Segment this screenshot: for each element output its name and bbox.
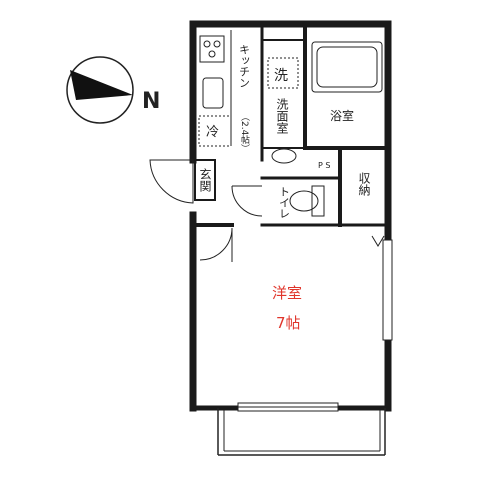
compass: N (66, 56, 160, 124)
sink-icon (202, 77, 224, 109)
compass-needle-icon (70, 70, 133, 100)
washroom-fixtures (267, 57, 299, 164)
pipe-space-label: P S (318, 161, 330, 170)
bathtub (311, 41, 383, 93)
room-labels: キッチン （2.4帖） 洗 洗面室 冷 浴室 P S 収納 トイレ 玄関 洋室 … (198, 44, 371, 332)
balcony (217, 408, 386, 456)
window (237, 402, 339, 412)
stove-icon (199, 35, 225, 63)
toilet-label: トイレ (278, 186, 291, 219)
fridge-mark: 冷 (206, 125, 219, 140)
washroom-label: 洗面室 (275, 98, 289, 134)
storage-door-swing (371, 235, 385, 247)
north-label: N (142, 89, 160, 114)
entrance-door-swing (149, 159, 194, 204)
fridge-box (198, 115, 232, 147)
kitchen-size-label: （2.4帖） (239, 112, 250, 153)
washer-mark: 洗 (274, 68, 288, 84)
room-door-swing (199, 227, 233, 261)
bathroom-label: 浴室 (330, 108, 354, 123)
kitchen-label: キッチン (238, 44, 251, 88)
storage-label: 収納 (357, 172, 371, 196)
western-room-size: 7帖 (276, 314, 301, 332)
washer-box (267, 57, 299, 89)
entrance-label: 玄関 (198, 167, 212, 192)
walls (189, 20, 392, 412)
kitchen-fixtures (198, 30, 232, 147)
toilet-fixture (289, 185, 325, 217)
western-room-label: 洋室 (272, 284, 302, 302)
basin-icon (271, 148, 297, 164)
corridor-door-swing (231, 185, 263, 217)
side-window (382, 239, 393, 341)
doors (149, 159, 385, 262)
